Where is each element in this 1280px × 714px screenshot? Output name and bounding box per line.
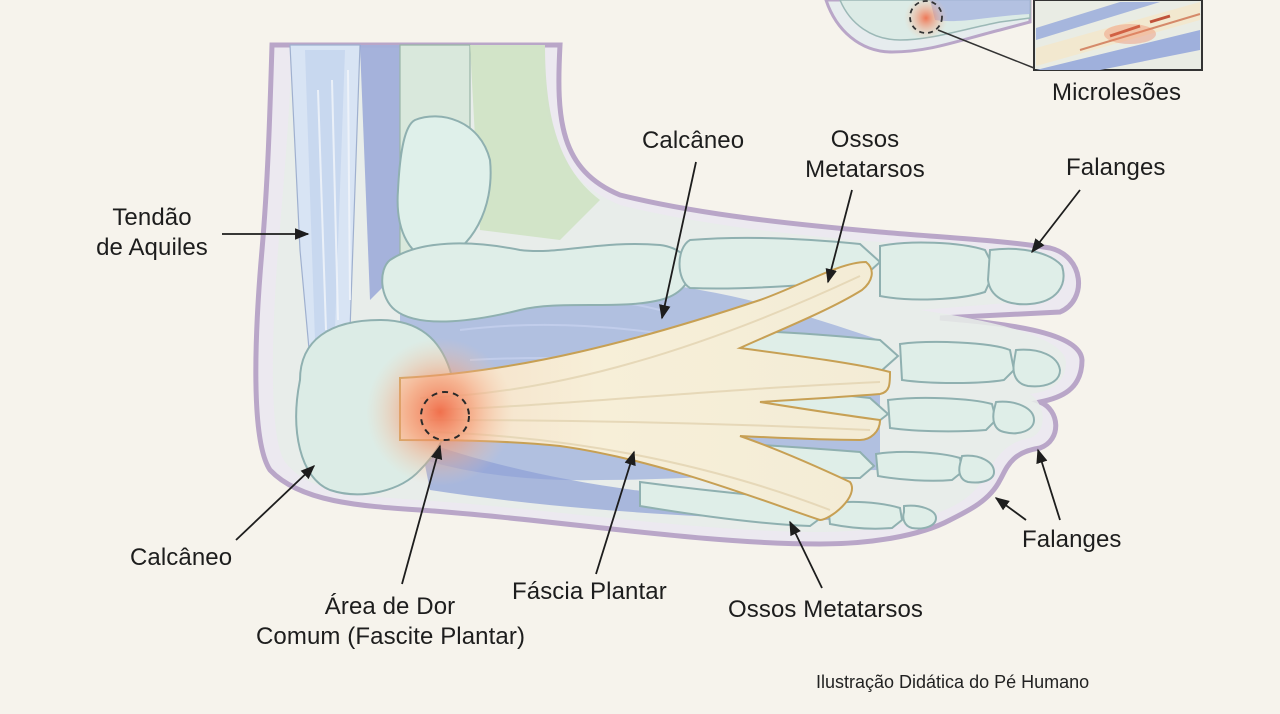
label-calcaneo-top: Calcâneo [642,127,745,154]
label-calcaneo-bottom: Calcâneo [130,544,233,571]
label-fascia-plantar: Fáscia Plantar [512,578,667,605]
label-area-dor: Área de Dor Comum (Fascite Plantar) [256,593,526,650]
pain-area-marker [420,391,470,441]
label-microlesoes: Microlesões [1052,79,1182,106]
leg-structures [289,44,600,362]
label-falanges-top: Falanges [1066,154,1166,181]
label-tendao-aquiles: Tendão de Aquiles [96,204,208,261]
label-falanges-bottom: Falanges [1022,526,1122,553]
inset-pain-marker [909,0,943,34]
inset-detail [824,0,1203,71]
illustration-credit: Ilustração Didática do Pé Humano [816,672,1090,692]
label-metatarsos-top: Ossos Metatarsos [805,126,925,183]
leader-arrows [222,161,1081,589]
plantar-fascia [399,260,892,522]
label-metatarsos-bottom: Ossos Metatarsos [728,596,923,623]
